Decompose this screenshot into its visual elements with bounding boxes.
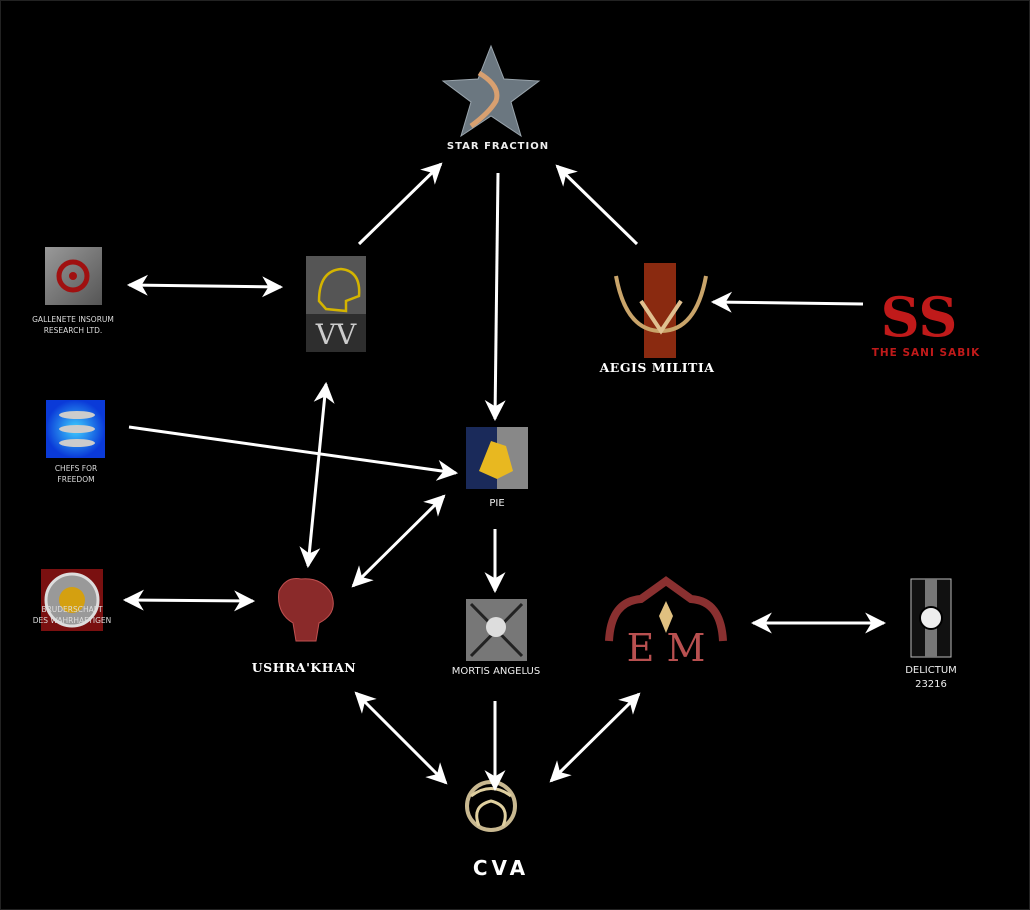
label-chefs-for-freedom: CHEFS FOR FREEDOM: [54, 464, 98, 484]
label-delictum: DELICTUM 23216: [905, 665, 957, 690]
arrow-em-to-cva: [549, 692, 641, 783]
arrow-bruder-to-ushra: [122, 589, 256, 612]
label-cva: CVA: [472, 856, 530, 880]
label-ushrakhan: USHRA'KHAN: [251, 660, 357, 675]
delictum-icon[interactable]: [910, 578, 952, 658]
arrow-vv-to-ushra: [299, 381, 335, 569]
label-star-fraction: STAR FRACTION: [446, 141, 550, 152]
arrow-sani-to-aegis: [710, 291, 864, 313]
label-bruderschaft: BRUDERSCHAFT DES WAHRHAFTIGEN: [32, 605, 112, 625]
arrow-ushra-to-pie: [351, 494, 446, 588]
arrow-vv-to-star: [357, 162, 443, 246]
cva-icon[interactable]: [465, 780, 517, 832]
arrow-star-to-pie: [484, 172, 506, 422]
biohazard-icon[interactable]: [45, 247, 102, 305]
label-sani-sabik: THE SANI SABIK: [871, 347, 981, 359]
vv-helmet-icon[interactable]: VV: [306, 256, 366, 352]
label-gallenete: GALLENETE INSORUM RESEARCH LTD.: [32, 315, 114, 335]
arrow-ushra-to-cva: [354, 691, 448, 785]
em-logo[interactable]: E M: [605, 576, 727, 670]
bruderschaft-lion-icon[interactable]: [41, 569, 103, 631]
star-fraction-icon[interactable]: [441, 44, 541, 138]
fish-icon[interactable]: [46, 400, 105, 458]
arrow-aegis-to-star: [555, 164, 639, 246]
edges: [122, 162, 887, 792]
pie-griffin-icon[interactable]: [466, 427, 528, 489]
mortis-skull-icon[interactable]: [466, 599, 527, 661]
arrow-chefs-to-pie: [128, 425, 459, 481]
label-mortis-angelus: MORTIS ANGELUS: [451, 666, 541, 677]
sani-logo-text: SS: [881, 285, 958, 349]
vv-logo-text: VV: [315, 318, 357, 351]
ushrakhan-fist-icon[interactable]: [278, 578, 334, 642]
em-logo-text: E M: [627, 626, 706, 670]
label-aegis-militia: AEGIS MILITIA: [599, 360, 715, 375]
aegis-militia-icon[interactable]: [614, 263, 708, 358]
arrow-gallenete-to-vv: [126, 274, 284, 298]
label-pie: PIE: [489, 498, 505, 509]
sani-sabik-logo[interactable]: SS: [881, 285, 958, 349]
